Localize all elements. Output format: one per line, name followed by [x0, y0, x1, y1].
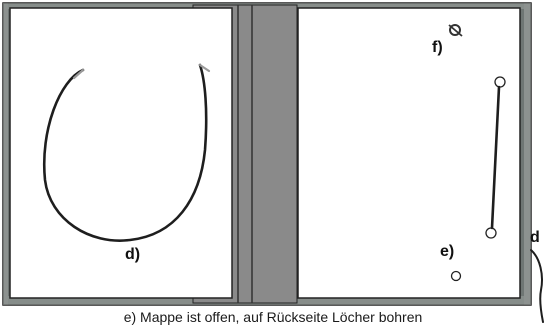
- string-straight: [490, 85, 501, 230]
- label-d-right: d: [530, 229, 540, 246]
- left-page: [9, 7, 233, 299]
- string-tip-right: [198, 63, 211, 73]
- label-e: e): [440, 243, 455, 260]
- right-page: [297, 7, 521, 299]
- string-loop: [42, 63, 208, 242]
- string-tip-left: [72, 68, 85, 80]
- hole-bottom: [485, 227, 497, 239]
- string-dangling: [530, 249, 544, 323]
- hole-top: [494, 76, 506, 88]
- label-d-left: d): [125, 246, 141, 263]
- caption-text: e) Mappe ist offen, auf Rückseite Löcher…: [123, 309, 423, 325]
- ring-eyelet-icon: [448, 24, 463, 37]
- label-f: f): [432, 39, 443, 56]
- hole-e: [450, 270, 462, 282]
